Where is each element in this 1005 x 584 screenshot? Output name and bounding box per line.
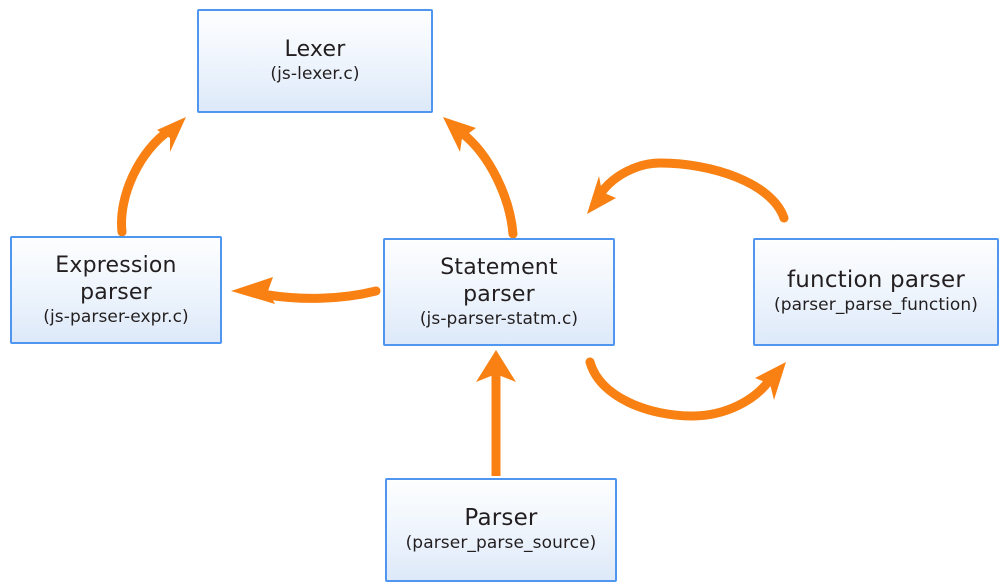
node-expression-parser-subtitle: (js-parser-expr.c) — [43, 306, 189, 327]
node-statement-parser[interactable]: Statement parser (js-parser-statm.c) — [383, 238, 615, 346]
edge-statement-to-expression — [231, 277, 381, 304]
node-lexer-title: Lexer — [284, 37, 346, 62]
node-function-parser[interactable]: function parser (parser_parse_function) — [753, 238, 999, 346]
edge-function-to-statement — [587, 158, 789, 223]
node-statement-parser-subtitle: (js-parser-statm.c) — [419, 308, 579, 329]
node-parser-subtitle: (parser_parse_source) — [405, 533, 597, 553]
edge-expression-to-lexer — [117, 117, 186, 237]
node-expression-parser-title: Expression parser — [55, 252, 177, 305]
node-function-parser-title: function parser — [786, 267, 965, 293]
node-function-parser-subtitle: (parser_parse_function) — [773, 295, 979, 315]
node-parser-title: Parser — [464, 505, 538, 531]
node-expression-parser[interactable]: Expression parser (js-parser-expr.c) — [10, 236, 222, 344]
edge-parser-to-statement — [476, 350, 516, 476]
edge-statement-to-lexer — [443, 117, 518, 239]
node-lexer-subtitle: (js-lexer.c) — [270, 64, 360, 84]
node-statement-parser-title: Statement parser — [440, 254, 558, 307]
edge-statement-to-function — [585, 357, 786, 421]
node-lexer[interactable]: Lexer (js-lexer.c) — [197, 9, 433, 113]
node-parser[interactable]: Parser (parser_parse_source) — [385, 478, 617, 582]
